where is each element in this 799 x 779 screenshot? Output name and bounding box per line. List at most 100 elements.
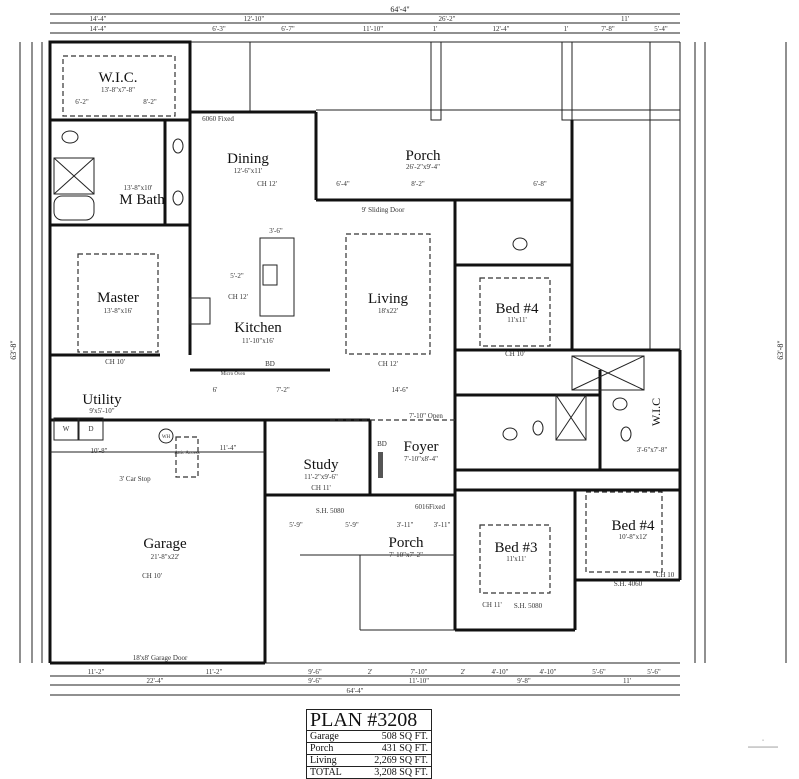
- room-size: 11'-2"x9'-6": [304, 473, 338, 481]
- room-name-mbath: M Bath: [119, 192, 165, 208]
- shower-icon: [53, 157, 95, 195]
- dim: 7'-8": [601, 25, 615, 33]
- row-value: 431 SQ FT.: [381, 743, 428, 754]
- stove-icon: [189, 297, 211, 325]
- room-size: 11'-10"x16': [242, 337, 274, 345]
- dim: 10'-8": [91, 447, 108, 455]
- dim: 8'-2": [411, 180, 425, 188]
- dim: 3'-11": [397, 521, 414, 529]
- watermark-logo: ▪▬▬▬▬▬: [748, 738, 778, 750]
- dim: 6'-2": [75, 98, 89, 106]
- bottom-dimensions: 11'-2" 11'-2" 9'-6" 2' 7'-10" 2' 4'-10" …: [50, 668, 680, 696]
- note: 3' Car Stop: [119, 475, 151, 483]
- fixtures: [53, 130, 645, 478]
- dim: 12'-4": [493, 25, 510, 33]
- note: BD: [265, 360, 275, 368]
- washer-icon: [53, 417, 79, 441]
- room-size: 11'x11': [507, 316, 527, 324]
- room-name-utility: Utility: [82, 392, 122, 408]
- room-size: 18'x22': [378, 307, 398, 315]
- ceiling-height: CH 12': [228, 293, 248, 301]
- dim: 22'-4": [147, 677, 164, 685]
- room-name-kitchen: Kitchen: [234, 320, 282, 336]
- dim: 5'-4": [654, 25, 668, 33]
- toilet-icon: [61, 130, 79, 144]
- room-size: 13'-8"x16': [104, 307, 133, 315]
- dim: 11'-10": [363, 25, 383, 33]
- dim-top-overall: 64'-4": [390, 5, 409, 14]
- room-size: 21'-8"x22': [151, 553, 180, 561]
- dim-bottom-overall: 64'-4": [347, 687, 364, 695]
- dim: 11'-4": [220, 444, 237, 452]
- room-size: 12'-6"x11': [234, 167, 262, 175]
- note: S.H. 4060: [614, 580, 643, 588]
- dim: 3'-11": [434, 521, 451, 529]
- room-size: 13'-8"x7'-8": [101, 86, 135, 94]
- ceiling-height: CH 12': [378, 360, 398, 368]
- top-dimensions: 64'-4" 14'-4" 12'-10" 26'-2" 11' 14'-4" …: [50, 5, 680, 34]
- dim: 7'-2": [276, 386, 290, 394]
- dim: 6'-4": [336, 180, 350, 188]
- dim: 9'-6": [308, 677, 322, 685]
- note: Micro Oven: [221, 372, 246, 377]
- dim: 5'-6": [647, 668, 661, 676]
- dim: 14'-4": [90, 25, 107, 33]
- note: 18'x8' Garage Door: [133, 654, 188, 662]
- row-label: TOTAL: [310, 767, 342, 778]
- toilet-icon: [612, 397, 628, 411]
- dim: 5'-9": [345, 521, 359, 529]
- dim: 7'-10": [411, 668, 428, 676]
- room-name-wic2: W.I.C: [649, 398, 663, 426]
- dim: 9'-6": [308, 668, 322, 676]
- ceiling-height: CH 10: [656, 571, 675, 579]
- dim: 2': [368, 668, 373, 676]
- room-size: 7'-10"x7'-2": [389, 551, 423, 559]
- sink-icon: [620, 426, 632, 442]
- dim: 6'-7": [281, 25, 295, 33]
- plan-notes: 9' Sliding Door 6060 Fixed 6016Fixed 7'-…: [63, 115, 643, 662]
- sink-icon: [172, 190, 184, 206]
- room-size: 3'-6"x7'-8": [637, 446, 668, 454]
- sink-icon: [172, 138, 184, 154]
- table-row: Porch 431 SQ FT.: [307, 743, 431, 755]
- dim: 11'-2": [206, 668, 223, 676]
- table-row: TOTAL 3,208 SQ FT.: [307, 767, 431, 778]
- dim: 4'-10": [492, 668, 509, 676]
- dim: 11'-2": [88, 668, 105, 676]
- row-label: Living: [310, 755, 337, 766]
- dim: 5'-9": [289, 521, 303, 529]
- row-value: 3,208 SQ FT.: [374, 767, 428, 778]
- dim: 3'-6": [269, 227, 283, 235]
- ceiling-height: CH 11': [482, 601, 501, 609]
- row-value: 508 SQ FT.: [381, 731, 428, 742]
- note: S.H. 5080: [316, 507, 345, 515]
- room-name-living: Living: [368, 291, 408, 307]
- room-labels: W.I.C. 13'-8"x7'-8" 13'-8"x10' M Bath Di…: [82, 70, 674, 609]
- interior-dimensions: 6'-2" 8'-2" 3'-6" 5'-2" 6' 7'-2" 14'-6" …: [75, 98, 547, 529]
- dim: 5'-2": [230, 272, 244, 280]
- side-dimensions: 63'-8" 63'-8": [9, 42, 787, 663]
- porch-roof-lines: [190, 41, 681, 350]
- row-label: Porch: [310, 743, 334, 754]
- dim: 1': [433, 25, 438, 33]
- shower-icon: [555, 394, 587, 441]
- room-size: 13'-8"x10': [124, 184, 153, 192]
- room-size: 10'-8"x12': [619, 533, 648, 541]
- room-name-porch-bottom: Porch: [389, 535, 424, 551]
- dim: 14'-4": [90, 15, 107, 23]
- kitchen-island: [259, 237, 295, 317]
- dim: 9'-8": [517, 677, 531, 685]
- dim: 11': [621, 15, 629, 23]
- sink-icon: [502, 427, 518, 441]
- dim: 6'-3": [212, 25, 226, 33]
- dim: 8'-2": [143, 98, 157, 106]
- room-name-master: Master: [97, 290, 139, 306]
- dim: 4'-10": [540, 668, 557, 676]
- room-size: 9'x5'-10": [89, 407, 114, 415]
- row-label: Garage: [310, 731, 339, 742]
- note: D: [88, 425, 93, 433]
- ceiling-height: CH 11': [311, 484, 330, 492]
- dim: 5'-6": [592, 668, 606, 676]
